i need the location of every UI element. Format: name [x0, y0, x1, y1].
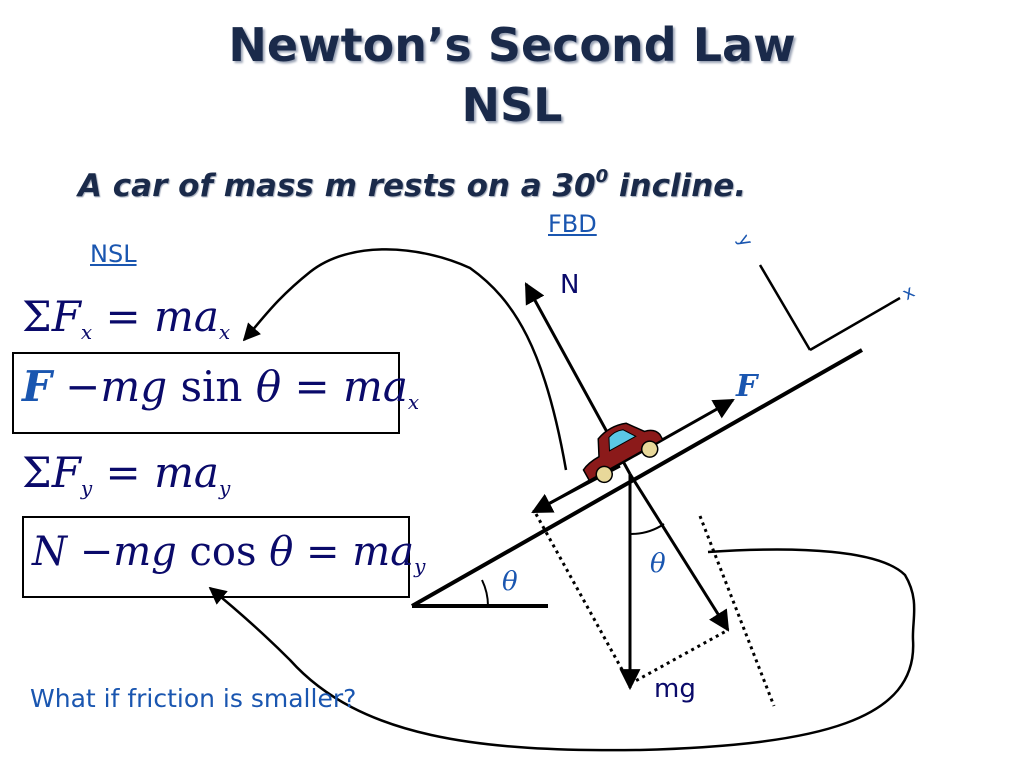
incline-surface — [411, 348, 863, 608]
ma-term: ma — [154, 292, 219, 341]
normal-force-symbol: N — [32, 529, 67, 575]
incline-angle-arc — [481, 579, 489, 607]
force-symbol: F — [51, 448, 81, 497]
mg-term: mg — [113, 529, 177, 575]
friction-force-label: F — [735, 369, 760, 404]
force-symbol: F — [51, 292, 81, 341]
sigma-symbol: Σ — [22, 292, 52, 341]
problem-statement: A car of mass m rests on a 300 incline. — [78, 166, 746, 204]
dotted-line-bottom — [629, 628, 729, 686]
normal-force-label: N — [560, 270, 579, 300]
equals-sign: = — [281, 362, 344, 411]
sin-function: sin — [167, 362, 256, 411]
friction-symbol: F — [22, 362, 52, 411]
x-equation: F −mg sin θ = max — [22, 366, 420, 414]
perpendicular-component-arrow — [628, 473, 730, 632]
x-subscript: x — [218, 320, 231, 344]
sum-fy-equation: ΣFy = may — [22, 452, 231, 500]
problem-text-end: incline. — [608, 168, 747, 204]
equals-sign: = — [92, 448, 155, 497]
theta-symbol: θ — [269, 529, 294, 575]
cos-function: cos — [176, 529, 270, 575]
theta-symbol: θ — [255, 362, 282, 411]
car-icon — [582, 422, 664, 484]
weight-angle-label: θ — [650, 549, 666, 579]
dotted-line-right — [698, 515, 776, 707]
sum-fx-equation: ΣFx = max — [22, 296, 231, 344]
weight-label: mg — [654, 674, 696, 704]
x-equation-box — [12, 352, 400, 434]
x-subscript: x — [407, 390, 420, 414]
title-line-2: NSL — [461, 78, 563, 132]
ma-term: ma — [352, 529, 415, 575]
x-subscript: x — [80, 320, 93, 344]
curved-arrow-to-x-equation — [242, 248, 568, 471]
y-axis-label: y — [733, 231, 757, 251]
sigma-symbol: Σ — [22, 448, 52, 497]
x-axis-label: x — [899, 281, 919, 305]
ma-term: ma — [343, 362, 408, 411]
minus-sign: − — [51, 362, 101, 411]
ma-term: ma — [154, 448, 219, 497]
equals-sign: = — [92, 292, 155, 341]
degree-superscript: 0 — [595, 166, 609, 187]
incline-angle-label: θ — [502, 567, 518, 597]
friction-question: What if friction is smaller? — [30, 684, 357, 713]
title-line-1: Newton’s Second Law — [228, 18, 796, 72]
mg-term: mg — [100, 362, 168, 411]
x-axis-line — [809, 296, 901, 352]
dotted-line-left — [534, 513, 632, 685]
fbd-label: FBD — [548, 210, 597, 238]
equals-sign: = — [293, 529, 353, 575]
weight-angle-arc — [629, 523, 665, 536]
y-axis-line — [758, 264, 812, 351]
nsl-label: NSL — [90, 240, 137, 268]
y-subscript: y — [218, 476, 231, 500]
curved-arrow-to-y-equation — [208, 548, 916, 752]
y-equation: N −mg cos θ = may — [32, 532, 425, 576]
y-subscript: y — [80, 476, 93, 500]
y-subscript: y — [414, 554, 426, 578]
minus-sign: − — [67, 529, 114, 575]
problem-text: A car of mass m rests on a 30 — [78, 168, 596, 204]
